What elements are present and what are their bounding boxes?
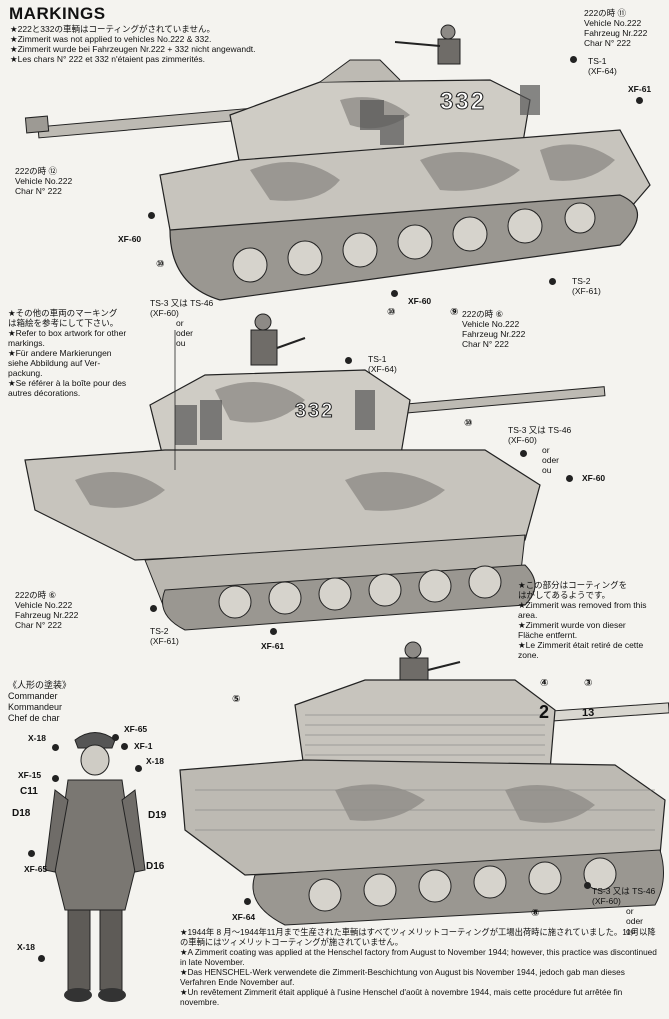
figure-heading: 《人形の塗装》 Commander Kommandeur Chef de cha… — [8, 680, 72, 723]
tank2-ts3-top-label: TS-3 又は TS-46 (XF-60) or oder ou — [150, 298, 214, 348]
tank-illustration-2 — [24, 313, 606, 631]
tank1-bottom-label: 222の時 ⑥ Vehicle No.222 Fahrzeug Nr.222 C… — [462, 309, 526, 349]
footer-note-ja: ★1944年 8 月〜1944年11月まで生産された車輌はすべてツィメリットコー… — [180, 927, 656, 947]
paint-dot — [28, 850, 35, 857]
intro-note-de: ★Zimmerit wurde bei Fahrzeugen Nr.222 + … — [10, 44, 256, 54]
tank1-label-left: 222の時 ⑫ Vehicle No.222 Char N° 222 — [15, 166, 73, 196]
paint-dot — [636, 97, 643, 104]
fig-c11: C11 — [20, 786, 38, 797]
tank1-xf60-left-label: XF-60 — [118, 234, 142, 244]
footer-note-de: ★Das HENSCHEL-Werk verwendete die Zimmer… — [180, 967, 625, 987]
tank3-num8: ⑧ — [531, 908, 540, 919]
paint-dot — [150, 605, 157, 612]
paint-dot — [570, 56, 577, 63]
commander-figure-illustration — [44, 732, 146, 1002]
fig-x18-right: X-18 — [146, 756, 164, 766]
tank2-turret-number: 332 — [294, 400, 335, 423]
paint-dot — [520, 450, 527, 457]
fig-x18-left: X-18 — [28, 733, 46, 743]
tank1-num10: ⑩ — [156, 259, 165, 270]
tank3-ts3-label: TS-3 又は TS-46 (XF-60) or oder ou — [592, 886, 656, 936]
fig-d18: D18 — [12, 808, 31, 819]
fig-xf15: XF-15 — [18, 770, 42, 780]
tank3-barrel-number-2: 2 — [539, 702, 550, 722]
paint-dot — [148, 212, 155, 219]
footer-note-en: ★A Zimmerit coating was applied at the H… — [180, 947, 657, 967]
paint-dot — [121, 743, 128, 750]
fig-x18-bottom: X-18 — [17, 942, 35, 952]
zimmerit-note: ★この部分はコーティングを はがしてあるようです。 ★Zimmerit was … — [518, 580, 647, 660]
footer-notes: ★1944年 8 月〜1944年11月まで生産された車輌はすべてツィメリットコー… — [180, 927, 660, 1007]
intro-note-fr: ★Les chars N° 222 et 332 n'étaient pas z… — [10, 54, 206, 64]
tank3-xf64-label: XF-64 — [232, 912, 256, 922]
tank3-num4: ④ — [540, 678, 549, 689]
fig-xf65-top: XF-65 — [124, 724, 148, 734]
tank1-xf60-bottom-label: XF-60 — [408, 296, 432, 306]
paint-dot — [549, 278, 556, 285]
fig-xf65-bottom: XF-65 — [24, 864, 48, 874]
tank-illustration-1 — [24, 24, 651, 301]
intro-note-ja: ★222と332の車輌はコーティングがされていません。 — [10, 24, 215, 34]
tank1-xf61-label: XF-61 — [628, 84, 652, 94]
tank2-left-label: 222の時 ⑥ Vehicle No.222 Fahrzeug Nr.222 C… — [15, 590, 79, 630]
paint-dot — [345, 357, 352, 364]
paint-dot — [566, 475, 573, 482]
tank-illustration-3 — [179, 641, 669, 926]
tank2-ts3-right-label: TS-3 又は TS-46 (XF-60) or oder ou — [508, 425, 572, 475]
page-title: MARKINGS — [9, 4, 106, 23]
tank3-num3: ③ — [584, 678, 593, 689]
tank2-num10: ⑩ — [464, 418, 473, 429]
fig-d16: D16 — [146, 861, 165, 872]
tank2-xf61-label: XF-61 — [261, 641, 285, 651]
intro-note-en: ★Zimmerit was not applied to vehicles No… — [10, 34, 212, 44]
side-notes: ★その他の車両のマーキング は箱絵を参考にして下さい。 ★Refer to bo… — [8, 308, 127, 398]
tank2-ts1-label: TS-1 (XF-64) — [368, 354, 397, 374]
paint-dot — [584, 882, 591, 889]
tank1-num9: ⑨ — [450, 307, 459, 318]
paint-dot — [391, 290, 398, 297]
intro-notes: ★222と332の車輌はコーティングがされていません。 ★Zimmerit wa… — [10, 24, 256, 64]
tank1-ts2-label: TS-2 (XF-61) — [572, 276, 601, 296]
paint-dot — [38, 955, 45, 962]
paint-dot — [52, 744, 59, 751]
fig-d19: D19 — [148, 810, 167, 821]
tank1-num10b: ⑩ — [387, 307, 396, 318]
tank1-turret-number: 332 — [439, 88, 487, 116]
tank3-barrel-number-13: 13 — [582, 707, 595, 719]
paint-dot — [270, 628, 277, 635]
fig-xf1: XF-1 — [134, 741, 153, 751]
tank2-xf60-right-label: XF-60 — [582, 473, 606, 483]
tank1-ts1-label: TS-1 (XF-64) — [588, 56, 617, 76]
paint-dot — [135, 765, 142, 772]
tank1-label-top-right: 222の時 ⑪ Vehicle No.222 Fahrzeug Nr.222 C… — [584, 8, 648, 48]
tank3-num5: ⑤ — [232, 694, 241, 705]
paint-dot — [52, 775, 59, 782]
paint-dot — [112, 734, 119, 741]
paint-dot — [244, 898, 251, 905]
footer-note-fr: ★Un revêtement Zimmerit était appliqué à… — [180, 987, 623, 1007]
tank2-ts2-label: TS-2 (XF-61) — [150, 626, 179, 646]
